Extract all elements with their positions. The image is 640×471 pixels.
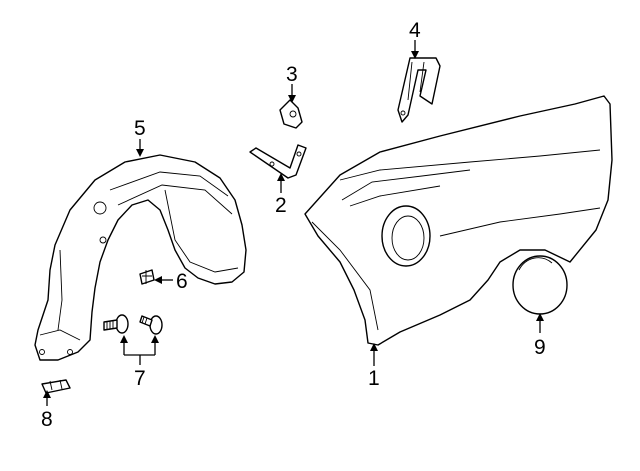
callout-number-6: 6	[176, 270, 188, 293]
fuel-door[interactable]	[512, 255, 568, 315]
quarter-panel[interactable]	[304, 95, 613, 346]
callout-number-3: 3	[286, 63, 298, 86]
small-bracket[interactable]	[279, 99, 303, 129]
callout-number-9: 9	[534, 336, 546, 359]
callout-number-7: 7	[134, 367, 146, 390]
tall-bracket[interactable]	[397, 57, 441, 123]
callout-number-4: 4	[409, 19, 421, 42]
callout-number-8: 8	[41, 408, 53, 431]
callout-number-5: 5	[134, 117, 146, 140]
angled-bracket[interactable]	[249, 144, 307, 179]
callout-number-2: 2	[275, 194, 287, 217]
callout-number-1: 1	[368, 367, 380, 390]
wheelhouse-liner[interactable]	[34, 154, 247, 361]
screw-fastener-b[interactable]	[139, 315, 163, 335]
screw-fastener-a[interactable]	[103, 314, 129, 334]
liner-clip[interactable]	[41, 379, 71, 394]
push-pin-fastener[interactable]	[139, 269, 155, 285]
leader-lines	[43, 40, 544, 406]
